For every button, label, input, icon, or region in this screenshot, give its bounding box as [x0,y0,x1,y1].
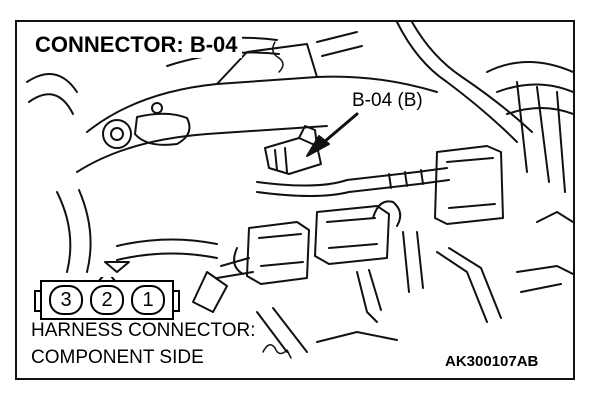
figure-code: AK300107AB [443,353,541,370]
connector-pin-1: 1 [131,285,165,315]
figure-title: CONNECTOR: B-04 [31,32,242,58]
component-side-hand-icon [262,344,292,359]
ignition-coil-center [314,205,390,265]
manifold-lower-outline [76,125,328,173]
latch-left [34,290,42,312]
wiring-harness [256,167,448,187]
engine-bay-illustration: CONNECTOR: B-04 B-04 (B) 3 2 1 HARNESS C… [15,20,575,380]
intake-duct-ribs [486,61,573,115]
manifold-outline [86,75,438,133]
bolt-head-left [102,119,132,149]
harness-label-line2: COMPONENT SIDE [31,347,204,368]
right-hose [396,22,518,143]
throttle-body [134,112,191,146]
connector-face-outline [34,277,180,320]
connector-pin-2: 2 [90,285,124,315]
harness-connector-face: 3 2 1 [33,277,181,323]
coil-boot [372,200,402,227]
connector-callout-label: B-04 (B) [349,90,426,111]
engine-line-art [26,22,573,359]
lower-hose [116,238,218,247]
harness-label-line1: HARNESS CONNECTOR: [31,320,256,341]
latch-right [172,290,180,312]
connector-pin-3: 3 [49,285,83,315]
connector-key-triangle [104,261,130,273]
ignition-coil-left [246,221,310,285]
callout-arrowhead [306,135,330,157]
ignition-coil-right [434,145,504,225]
squiggle-mark [272,41,284,73]
b04-connector-body [264,137,322,175]
